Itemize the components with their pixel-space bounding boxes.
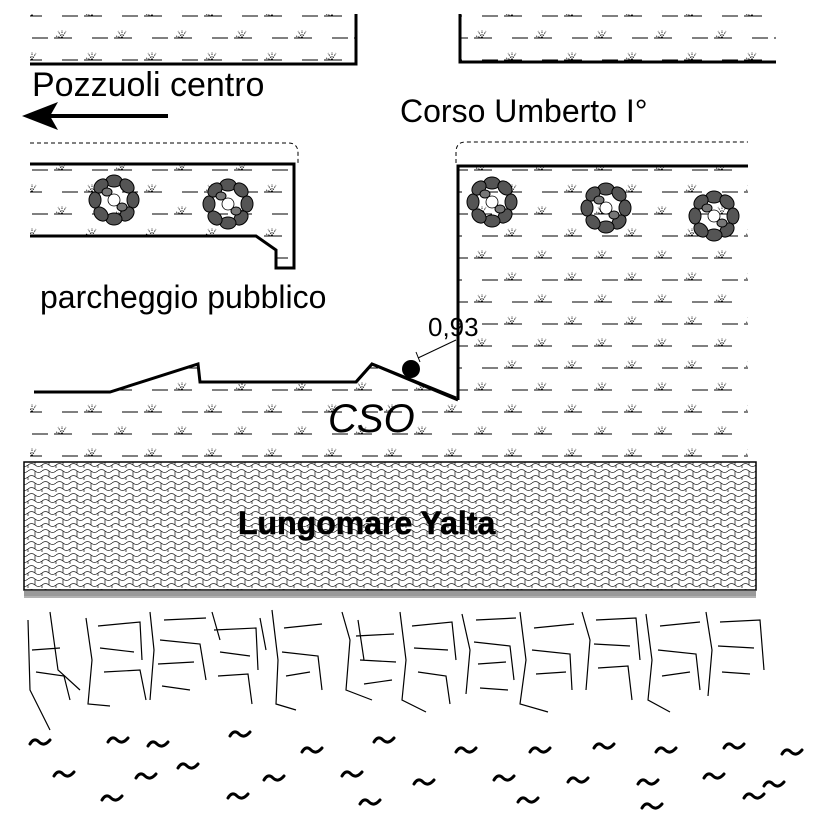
wave-icon: [592, 742, 616, 750]
rocky-shore: [27, 609, 765, 731]
street-label: Corso Umberto I°: [400, 93, 648, 129]
sea-waves: [28, 730, 804, 810]
cso-label: CSO: [328, 397, 415, 441]
tree-icon: [580, 182, 632, 234]
wave-icon: [640, 802, 664, 810]
wave-icon: [134, 772, 158, 780]
wave-icon: [566, 776, 590, 784]
tree-icon: [88, 174, 140, 226]
wave-icon: [226, 792, 250, 800]
wave-icon: [176, 762, 200, 770]
wave-icon: [358, 798, 382, 806]
measure-label: 0,93: [428, 312, 479, 342]
wave-icon: [780, 748, 804, 756]
parking-label: parcheggio pubblico: [40, 279, 326, 315]
wave-icon: [492, 774, 516, 782]
bottom-green-strip: [30, 362, 459, 462]
wave-icon: [454, 746, 478, 754]
wave-icon: [228, 730, 252, 738]
wave-icon: [52, 770, 76, 778]
wave-icon: [654, 746, 678, 754]
wave-icon: [742, 792, 766, 800]
wave-icon: [146, 740, 170, 748]
promenade-label: Lungomare Yalta: [238, 505, 495, 541]
right-green-area: [455, 141, 748, 462]
cso-point-icon: [402, 360, 420, 378]
tree-icon: [466, 176, 518, 228]
wave-icon: [636, 778, 660, 786]
wave-icon: [516, 796, 540, 804]
wave-icon: [100, 794, 124, 802]
measure-line: [415, 339, 457, 363]
wave-icon: [262, 774, 286, 782]
top-left-green-area: [30, 14, 358, 66]
wave-icon: [528, 746, 552, 754]
wave-icon: [106, 736, 130, 744]
left-green-area: [30, 142, 299, 270]
top-right-green-area: [458, 14, 776, 64]
seawall-line: [24, 589, 756, 598]
wave-icon: [722, 742, 746, 750]
tree-icon: [688, 190, 740, 242]
wave-icon: [372, 736, 396, 744]
wave-icon: [762, 780, 786, 788]
wave-icon: [28, 738, 52, 746]
wave-icon: [412, 778, 436, 786]
wave-icon: [300, 746, 324, 754]
wave-icon: [340, 770, 364, 778]
wave-icon: [702, 772, 726, 780]
tree-icon: [202, 178, 254, 230]
direction-label: Pozzuoli centro: [32, 66, 264, 104]
arrow-left-icon: [22, 102, 168, 130]
